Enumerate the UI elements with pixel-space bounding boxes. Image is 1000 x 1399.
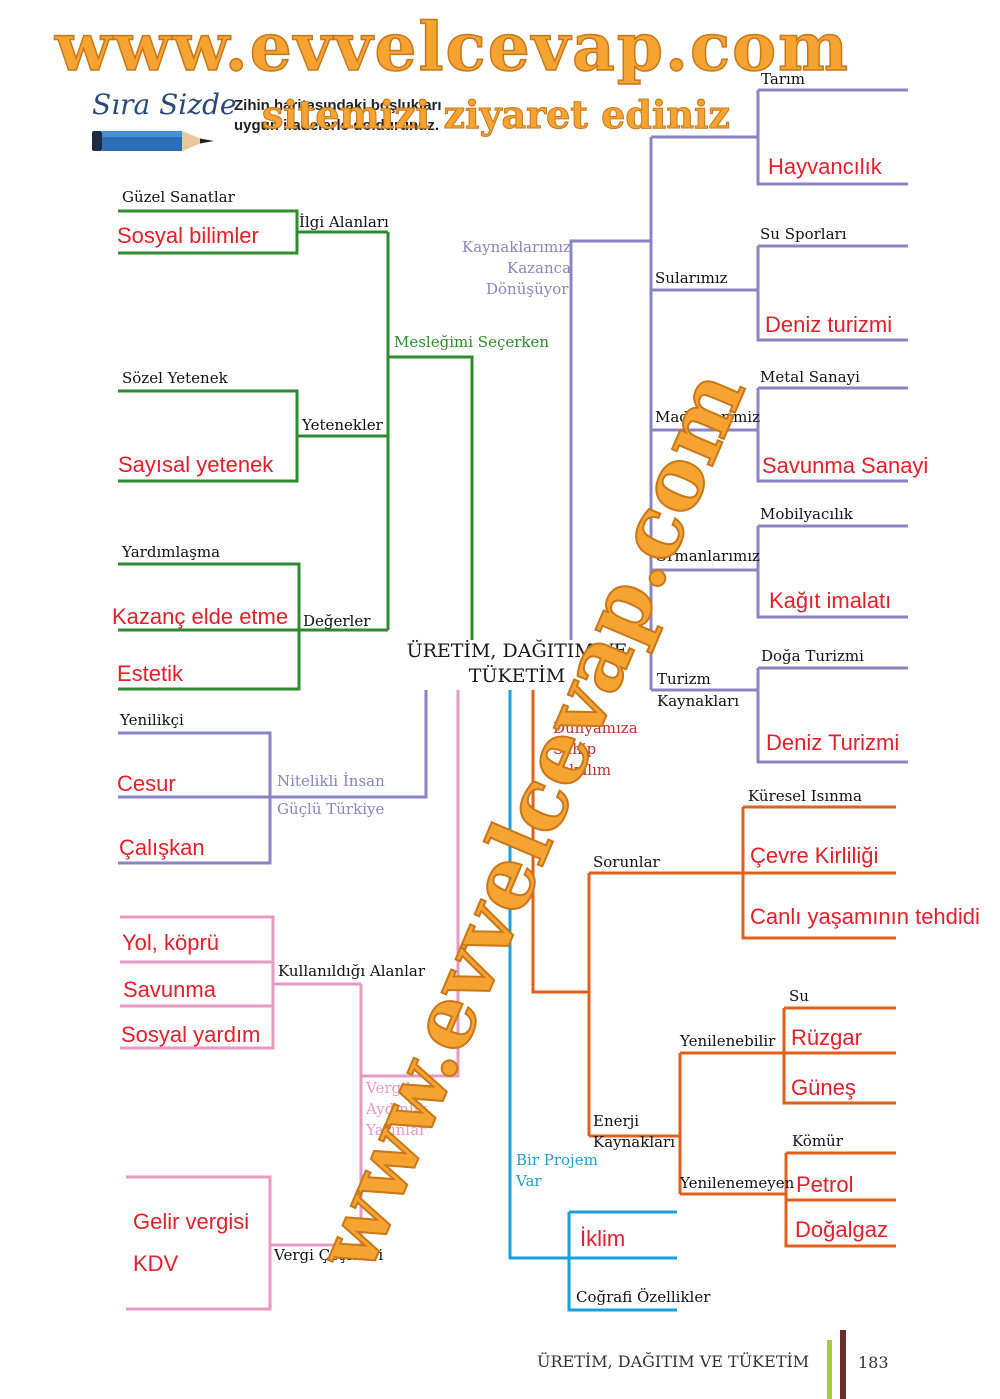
ilgi-label: İlgi Alanları xyxy=(299,213,389,231)
nitelikli-label-2: Güçlü Türkiye xyxy=(277,800,385,818)
green-branch-lines xyxy=(118,209,474,691)
page-number: 183 xyxy=(858,1353,889,1372)
turizm-answer: Deniz Turizmi xyxy=(766,730,900,755)
lilac-branch-lines xyxy=(118,690,428,865)
yenilenemeyen-answer-1: Petrol xyxy=(796,1172,854,1197)
yenilenebilir-label: Yenilenebilir xyxy=(680,1032,776,1050)
vergi-label: Vergi Çeşitleri xyxy=(274,1246,384,1264)
center-title-line-1: ÜRETİM, DAĞITIM VE xyxy=(406,640,628,662)
blue-branch-title-1: Bir Projem xyxy=(516,1151,598,1169)
ilgi-answer: Sosyal bilimler xyxy=(117,223,259,248)
pencil-icon xyxy=(92,131,214,151)
sorunlar-top-label: Küresel Isınma xyxy=(748,787,862,805)
pink-branch-lines xyxy=(120,690,460,1311)
kullanildigi-label: Kullanıldığı Alanlar xyxy=(278,962,426,980)
orange-branch-title-3: Çıkalım xyxy=(553,761,612,779)
purple-branch-title-2: Kazanca xyxy=(507,259,571,277)
ormanlar-label: Ormanlarımız xyxy=(655,547,760,565)
nitelikli-top-label: Yenilikçi xyxy=(120,711,184,729)
yenilenebilir-top-label: Su xyxy=(789,987,809,1005)
footer-green-bar xyxy=(827,1340,832,1399)
blue-bottom-label: Coğrafi Özellikler xyxy=(576,1288,711,1306)
blue-answer: İklim xyxy=(580,1226,626,1251)
yetenek-label: Yetenekler xyxy=(302,416,383,434)
sorunlar-label: Sorunlar xyxy=(593,853,660,871)
madenler-top-label: Metal Sanayi xyxy=(760,368,860,386)
pink-branch-title-1: Vergilerin xyxy=(366,1079,442,1097)
yenilenemeyen-answer-2: Doğalgaz xyxy=(795,1217,888,1242)
instruction-line-2: uygun ifadelerle doldurunuz. xyxy=(234,116,440,134)
yenilenebilir-answer-2: Güneş xyxy=(791,1075,856,1100)
watermark-banner: www.evvelcevap.com xyxy=(54,7,850,87)
nitelikli-answer-1: Cesur xyxy=(117,771,176,796)
yetenek-top-label: Sözel Yetenek xyxy=(122,369,228,387)
watermark-subbanner: sitemizi ziyaret ediniz xyxy=(262,92,731,138)
orange-branch-lines xyxy=(531,690,896,1248)
turizm-label-2: Kaynakları xyxy=(657,692,740,710)
yenilenemeyen-top-label: Kömür xyxy=(792,1132,843,1150)
ilgi-top-label: Güzel Sanatlar xyxy=(122,188,235,206)
enerji-label-2: Kaynakları xyxy=(593,1133,676,1151)
yetenek-answer: Sayısal yetenek xyxy=(118,452,274,477)
pink-branch-title-3: Yarınlar xyxy=(366,1121,427,1139)
orange-branch-title-2: Sahip xyxy=(553,740,597,758)
ormanlar-top-label: Mobilyacılık xyxy=(760,505,853,523)
topraklar-answer: Hayvancılık xyxy=(768,154,882,179)
footer-brown-bar xyxy=(840,1330,846,1399)
degerler-top-label: Yardımlaşma xyxy=(122,543,221,561)
instruction-text: Zihin haritasındaki boşlukları uygun ifa… xyxy=(234,96,442,135)
turizm-top-label: Doğa Turizmi xyxy=(761,647,864,665)
instruction-line-1: Zihin haritasındaki boşlukları xyxy=(234,97,442,114)
topraklar-top-label: Tarım xyxy=(761,70,805,88)
kullanildigi-answer-3: Sosyal yardım xyxy=(121,1022,261,1047)
purple-branch-title-3: Dönüşüyor xyxy=(486,280,569,298)
sularimiz-top-label: Su Sporları xyxy=(760,225,847,243)
blue-branch-lines xyxy=(508,690,677,1312)
degerler-label: Değerler xyxy=(303,612,371,630)
degerler-answer-2: Estetik xyxy=(117,661,184,686)
yenilenemeyen-label: Yenilenemeyen xyxy=(680,1174,795,1192)
vergi-answer-2: KDV xyxy=(133,1251,179,1276)
sorunlar-answer-2: Canlı yaşamının tehdidi xyxy=(750,904,980,929)
turizm-label-1: Turizm xyxy=(657,670,711,688)
ormanlar-answer: Kağıt imalatı xyxy=(769,588,892,613)
sularimiz-answer: Deniz turizmi xyxy=(765,312,893,337)
purple-branch-title-1: Kaynaklarımız xyxy=(462,238,571,256)
madenler-label: Madenlerimiz xyxy=(655,408,761,426)
sularimiz-label: Sularımız xyxy=(655,269,728,287)
center-title: ÜRETİM, DAĞITIM VE TÜKETİM xyxy=(392,642,642,690)
nitelikli-label-1: Nitelikli İnsan xyxy=(277,772,385,790)
orange-branch-title-1: Dünyamıza xyxy=(553,719,638,737)
vergi-answer-1: Gelir vergisi xyxy=(133,1209,250,1234)
yenilenebilir-answer-1: Rüzgar xyxy=(791,1025,862,1050)
section-title: Sıra Sizde xyxy=(92,88,237,121)
enerji-label-1: Enerji xyxy=(593,1112,640,1130)
center-title-line-2: TÜKETİM xyxy=(468,665,566,687)
blue-branch-title-2: Var xyxy=(516,1172,542,1190)
kullanildigi-answer-2: Savunma xyxy=(123,977,216,1002)
pink-branch-title-2: Aydınlık xyxy=(366,1100,428,1118)
nitelikli-answer-2: Çalışkan xyxy=(119,835,205,860)
madenler-answer: Savunma Sanayi xyxy=(762,453,929,478)
green-branch-title: Mesleğimi Seçerken xyxy=(394,333,550,351)
purple-branch-lines xyxy=(569,88,908,764)
degerler-answer-1: Kazanç elde etme xyxy=(112,604,289,629)
footer-title: ÜRETİM, DAĞITIM VE TÜKETİM xyxy=(537,1352,810,1371)
sorunlar-answer-1: Çevre Kirliliği xyxy=(750,843,879,868)
kullanildigi-answer-1: Yol, köprü xyxy=(122,930,220,955)
